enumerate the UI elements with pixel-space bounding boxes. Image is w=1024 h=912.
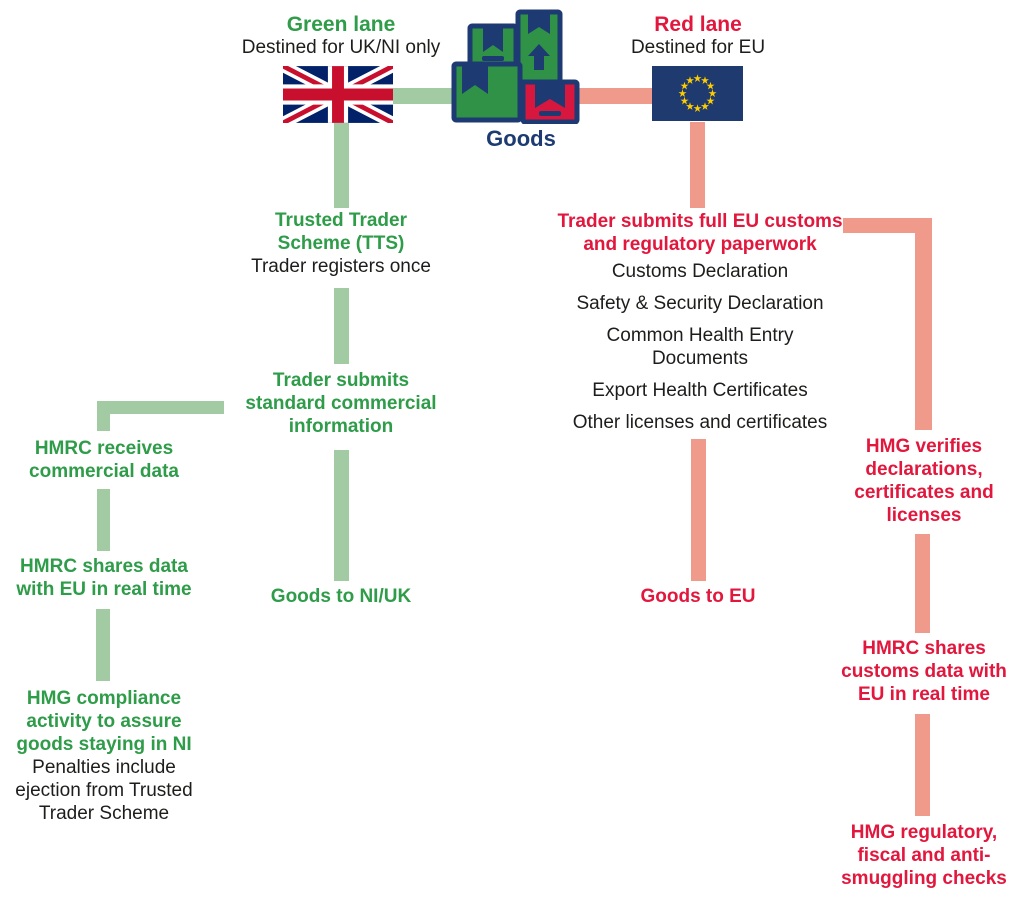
hmrc-shares-block: HMRC shares data with EU in real time	[16, 556, 192, 600]
red-lane-subtitle: Destined for EU	[630, 37, 766, 59]
hmrc-shares-customs-block: HMRC shares customs data with EU in real…	[841, 638, 1007, 705]
document-item: Other licenses and certificates	[572, 411, 828, 433]
green-lane-subtitle: Destined for UK/NI only	[241, 37, 441, 59]
tts-block: Trusted Trader Scheme (TTS) Trader regis…	[226, 210, 456, 279]
hmg-compliance-title: HMG compliance activity to assure goods …	[16, 688, 192, 755]
goods-to-niuk-label: Goods to NI/UK	[270, 586, 412, 607]
hmg-checks-block: HMG regulatory, fiscal and anti-smugglin…	[841, 822, 1007, 889]
document-item: Export Health Certificates	[592, 379, 808, 401]
red-documents-list: Customs Declaration Safety & Security De…	[558, 261, 842, 444]
red-lane-line-2	[691, 439, 706, 581]
green-lane-line-3	[334, 450, 349, 581]
green-branch-elbow-line	[97, 401, 110, 431]
green-lane-header: Green lane Destined for UK/NI only	[226, 12, 456, 60]
goods-to-eu-label: Goods to EU	[640, 586, 756, 607]
document-item: Safety & Security Declaration	[576, 292, 824, 314]
red-lane-title: Red lane	[654, 13, 742, 36]
hmg-verifies-block: HMG verifies declarations, certificates …	[854, 436, 994, 526]
submit-commercial-block: Trader submits standard commercial infor…	[245, 370, 437, 437]
goods-boxes-icon	[451, 9, 580, 124]
hmrc-receives-block: HMRC receives commercial data	[29, 438, 179, 482]
red-submit-block: Trader submits full EU customs and regul…	[557, 211, 843, 255]
document-item: Common Health Entry Documents	[606, 324, 794, 369]
penalties-note: Penalties include ejection from Trusted …	[15, 756, 193, 824]
green-lane-line-2	[334, 288, 349, 364]
red-lane-header: Red lane Destined for EU	[583, 12, 813, 60]
red-branch-line-3	[915, 714, 930, 816]
red-branch-horizontal-line	[843, 218, 932, 233]
tts-subtitle: Trader registers once	[251, 255, 431, 277]
green-branch-line-2	[97, 489, 110, 551]
document-item: Customs Declaration	[611, 261, 789, 282]
red-branch-line-2	[915, 534, 930, 633]
red-flag-goods-connector	[573, 88, 653, 104]
green-branch-line-3	[96, 609, 110, 681]
green-flag-goods-connector	[393, 88, 455, 104]
hmg-compliance-block: HMG compliance activity to assure goods …	[4, 688, 204, 826]
red-branch-elbow-line	[915, 218, 932, 430]
eu-flag-icon	[652, 66, 743, 121]
red-lane-line-1	[690, 122, 705, 208]
green-lane-title: Green lane	[286, 13, 396, 36]
tts-title: Trusted Trader Scheme (TTS)	[275, 210, 407, 254]
goods-label: Goods	[486, 126, 556, 151]
green-lane-line-1	[334, 122, 349, 208]
uk-flag-icon	[283, 66, 393, 123]
green-branch-horizontal-line	[97, 401, 224, 414]
